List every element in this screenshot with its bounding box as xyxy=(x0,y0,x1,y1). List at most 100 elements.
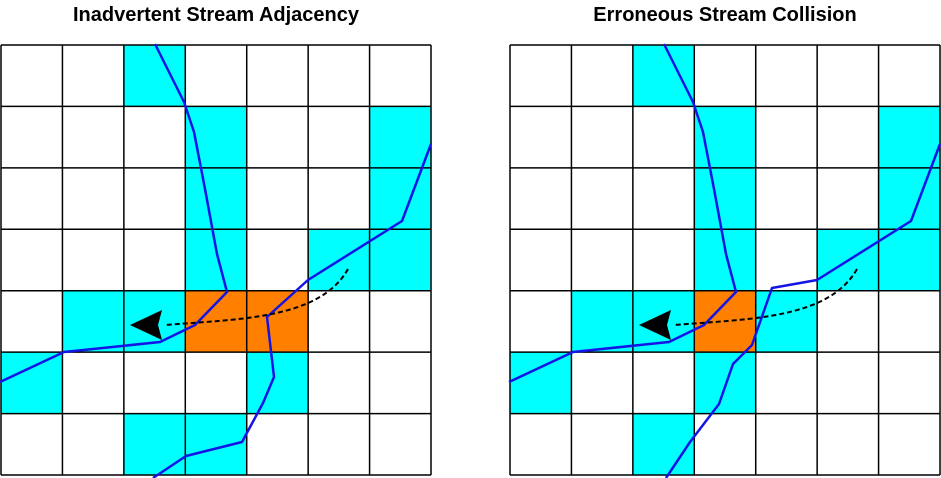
grid-cell-empty xyxy=(817,106,879,168)
grid-cell-empty xyxy=(878,413,941,476)
grid-cell-empty xyxy=(308,106,370,168)
grid-cell-empty xyxy=(632,167,695,230)
grid-cell-empty xyxy=(308,45,370,107)
grid-cell-stream xyxy=(185,167,247,230)
grid-cell-stream xyxy=(571,290,633,353)
stream-line-vertical xyxy=(0,43,229,384)
grid-cell-empty xyxy=(185,352,247,414)
stream-line-diagonal xyxy=(152,143,433,478)
grid-cell-stream xyxy=(755,290,818,353)
raster-grid-diagram xyxy=(0,43,433,478)
grid-cell-empty xyxy=(571,413,633,476)
panel-title: Inadvertent Stream Adjacency xyxy=(72,4,360,26)
grid-cell-empty xyxy=(369,413,432,476)
grid-cell-empty xyxy=(632,352,695,414)
grid-cell-empty xyxy=(62,229,124,291)
flow-arrow xyxy=(130,268,349,340)
grid-cell-stream xyxy=(878,106,941,168)
grid-cell-empty xyxy=(817,352,879,414)
stream-lines xyxy=(508,43,941,478)
grid-cell-empty xyxy=(878,290,941,353)
grid-cell-stream xyxy=(369,106,432,168)
grid-cell-empty xyxy=(510,45,572,107)
grid-cell-empty xyxy=(571,167,633,230)
grid-cell-stream xyxy=(632,45,695,107)
grid-cell-empty xyxy=(1,229,63,291)
grid-cell-empty xyxy=(817,167,879,230)
grid-cell-empty xyxy=(878,352,941,414)
grid-cell-empty xyxy=(510,290,572,353)
grid-cell-empty xyxy=(246,413,309,476)
grid-cell-stream xyxy=(878,229,941,291)
grid-cell-empty xyxy=(62,352,124,414)
grid-cell-empty xyxy=(123,167,186,230)
grid-cell-empty xyxy=(369,352,432,414)
grid-cell-empty xyxy=(123,106,186,168)
grid-cell-stream xyxy=(123,413,186,476)
grid-cell-empty xyxy=(246,45,309,107)
grid-cell-stream xyxy=(185,229,247,291)
flow-arrow-head xyxy=(130,310,162,340)
grid-cell-empty xyxy=(62,413,124,476)
flow-arrow-path xyxy=(164,268,349,326)
grid-cell-empty xyxy=(369,290,432,353)
grid-cell-empty xyxy=(308,413,370,476)
grid-cell-conflict xyxy=(246,290,309,353)
panel-inadvertent-stream-adjacency: Inadvertent Stream Adjacency xyxy=(0,0,433,478)
grid-cell-empty xyxy=(1,290,63,353)
raster-cells xyxy=(510,45,941,476)
grid-cell-empty xyxy=(185,45,247,107)
grid-cell-stream xyxy=(123,45,186,107)
grid-cell-empty xyxy=(755,352,818,414)
grid-cell-empty xyxy=(755,413,818,476)
grid-cell-stream xyxy=(694,229,756,291)
grid-cell-empty xyxy=(62,45,124,107)
grid-cell-stream xyxy=(694,352,756,414)
grid-cell-empty xyxy=(510,229,572,291)
grid-cell-empty xyxy=(510,106,572,168)
grid-cell-empty xyxy=(755,45,818,107)
grid-cell-empty xyxy=(571,45,633,107)
flow-arrow-path xyxy=(673,268,858,326)
grid-cell-empty xyxy=(571,106,633,168)
grid-cell-empty xyxy=(246,167,309,230)
grid-cell-stream xyxy=(878,167,941,230)
raster-cells xyxy=(1,45,432,476)
grid-cell-empty xyxy=(632,229,695,291)
grid-cell-empty xyxy=(1,106,63,168)
grid-cell-empty xyxy=(632,106,695,168)
grid-cell-empty xyxy=(1,167,63,230)
grid-cell-empty xyxy=(1,413,63,476)
grid-cell-empty xyxy=(755,229,818,291)
stream-lines xyxy=(0,43,433,478)
grid-cell-empty xyxy=(369,45,432,107)
grid-cell-empty xyxy=(308,290,370,353)
grid-cell-empty xyxy=(817,45,879,107)
grid-cell-empty xyxy=(123,229,186,291)
grid-cell-stream xyxy=(246,352,309,414)
stream-line-diagonal xyxy=(664,143,941,478)
stream-line-vertical xyxy=(508,43,738,384)
grid-cell-stream xyxy=(369,167,432,230)
grid-cell-empty xyxy=(571,229,633,291)
grid-cell-empty xyxy=(755,106,818,168)
grid-cell-stream xyxy=(62,290,124,353)
grid-cell-empty xyxy=(62,106,124,168)
grid-cell-stream xyxy=(369,229,432,291)
grid-cell-empty xyxy=(694,45,756,107)
grid-cell-empty xyxy=(246,106,309,168)
grid-cell-empty xyxy=(62,167,124,230)
grid-cell-stream xyxy=(1,352,63,414)
grid-cell-empty xyxy=(571,352,633,414)
grid-cell-empty xyxy=(308,352,370,414)
grid-cell-empty xyxy=(878,45,941,107)
grid-cell-stream xyxy=(632,413,695,476)
panel-title: Erroneous Stream Collision xyxy=(593,4,857,26)
raster-grid-diagram xyxy=(508,43,941,478)
grid-cell-empty xyxy=(1,45,63,107)
grid-cell-empty xyxy=(246,229,309,291)
grid-cell-empty xyxy=(755,167,818,230)
flow-arrow-head xyxy=(639,310,671,340)
grid-cell-stream xyxy=(694,167,756,230)
flow-arrow xyxy=(639,268,858,340)
